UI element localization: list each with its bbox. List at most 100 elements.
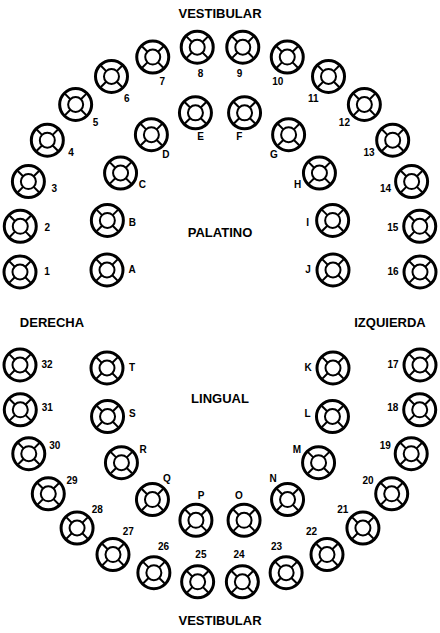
tooth-outline bbox=[347, 512, 379, 544]
tooth bbox=[97, 539, 129, 571]
tooth-ridge bbox=[425, 399, 430, 404]
tooth-ridge bbox=[113, 422, 118, 427]
tooth-outline bbox=[404, 210, 436, 242]
tooth-ridge bbox=[322, 226, 327, 231]
tooth-ridge bbox=[159, 578, 164, 583]
tooth-ridge bbox=[338, 373, 343, 378]
tooth-ridge bbox=[338, 357, 343, 362]
tooth-number: 18 bbox=[387, 403, 398, 413]
tooth-ridge bbox=[26, 216, 31, 221]
tooth-occlusal bbox=[325, 213, 340, 228]
tooth-outline bbox=[182, 566, 214, 598]
tooth-ridge bbox=[291, 578, 296, 583]
tooth bbox=[91, 352, 123, 384]
tooth-ridge bbox=[66, 533, 71, 538]
tooth-ridge bbox=[142, 489, 147, 494]
tooth-ridge bbox=[97, 226, 102, 231]
tooth-outline bbox=[138, 557, 170, 589]
tooth-letter: Q bbox=[163, 474, 171, 484]
tooth-outline bbox=[97, 539, 129, 571]
tooth-ridge bbox=[233, 526, 238, 531]
tooth-ridge bbox=[309, 178, 314, 183]
tooth-ridge bbox=[294, 124, 299, 129]
tooth-outline bbox=[179, 97, 211, 129]
tooth-letter: E bbox=[197, 132, 204, 142]
tooth-outline bbox=[4, 256, 36, 288]
tooth-number: 11 bbox=[308, 94, 319, 104]
tooth-letter: P bbox=[198, 491, 205, 501]
tooth-outline bbox=[13, 438, 45, 470]
tooth bbox=[4, 394, 36, 426]
tooth-ridge bbox=[332, 560, 337, 565]
tooth-ridge bbox=[143, 562, 148, 567]
tooth-ridge bbox=[425, 354, 430, 359]
tooth-number: 31 bbox=[42, 403, 53, 413]
tooth-occlusal bbox=[281, 127, 296, 142]
tooth bbox=[4, 349, 36, 381]
tooth-ridge bbox=[234, 118, 239, 123]
tooth-ridge bbox=[325, 178, 330, 183]
tooth-ridge bbox=[26, 399, 31, 404]
tooth-ridge bbox=[201, 510, 206, 515]
tooth-ridge bbox=[203, 587, 208, 592]
tooth-ridge bbox=[401, 459, 406, 464]
tooth-number: 1 bbox=[44, 267, 50, 277]
tooth bbox=[61, 512, 93, 544]
tooth-ridge bbox=[382, 145, 387, 150]
tooth-ridge bbox=[368, 533, 373, 538]
tooth-occlusal bbox=[104, 69, 119, 84]
tooth-number: 29 bbox=[66, 476, 77, 486]
tooth-occlusal bbox=[311, 455, 326, 470]
tooth-ridge bbox=[338, 406, 343, 411]
tooth-ridge bbox=[157, 124, 162, 129]
tooth-number: 8 bbox=[198, 69, 204, 79]
tooth-number: 24 bbox=[234, 550, 245, 560]
tooth-outline bbox=[348, 89, 380, 121]
tooth-ridge bbox=[368, 517, 373, 522]
tooth-ridge bbox=[417, 171, 422, 176]
tooth-occlusal bbox=[145, 50, 160, 65]
tooth bbox=[348, 89, 380, 121]
tooth-ridge bbox=[10, 415, 15, 420]
tooth bbox=[136, 484, 168, 516]
tooth-outline bbox=[105, 157, 137, 189]
tooth-number: 26 bbox=[158, 542, 169, 552]
tooth-outline bbox=[228, 504, 260, 536]
tooth bbox=[311, 539, 343, 571]
tooth-occlusal bbox=[144, 127, 159, 142]
tooth-ridge bbox=[425, 277, 430, 282]
tooth-ridge bbox=[159, 562, 164, 567]
tooth-outline bbox=[4, 210, 36, 242]
tooth bbox=[316, 401, 348, 433]
tooth-ridge bbox=[101, 66, 106, 71]
tooth-ridge bbox=[185, 118, 190, 123]
tooth-outline bbox=[317, 352, 349, 384]
tooth bbox=[271, 41, 303, 73]
tooth-ridge bbox=[9, 261, 14, 266]
tooth-ridge bbox=[338, 226, 343, 231]
tooth-ridge bbox=[53, 145, 58, 150]
tooth-ridge bbox=[118, 560, 123, 565]
tooth-ridge bbox=[276, 562, 281, 567]
tooth-ridge bbox=[187, 571, 192, 576]
tooth-ridge bbox=[110, 178, 115, 183]
tooth-occlusal bbox=[100, 263, 115, 278]
tooth bbox=[404, 256, 436, 288]
surface-label: LINGUAL bbox=[191, 392, 249, 405]
tooth-ridge bbox=[278, 124, 283, 129]
tooth-ridge bbox=[316, 544, 321, 549]
tooth-ridge bbox=[185, 510, 190, 515]
tooth-letter: J bbox=[305, 265, 311, 275]
tooth-ridge bbox=[113, 210, 118, 215]
tooth-ridge bbox=[187, 37, 192, 42]
tooth-outline bbox=[316, 401, 348, 433]
tooth bbox=[303, 157, 335, 189]
tooth-ridge bbox=[10, 232, 15, 237]
tooth bbox=[228, 504, 260, 536]
tooth-ridge bbox=[232, 37, 237, 42]
tooth-ridge bbox=[409, 415, 414, 420]
surface-label: VESTIBULAR bbox=[178, 614, 261, 627]
tooth-outline bbox=[271, 41, 303, 73]
tooth-ridge bbox=[409, 216, 414, 221]
tooth-ridge bbox=[397, 483, 402, 488]
